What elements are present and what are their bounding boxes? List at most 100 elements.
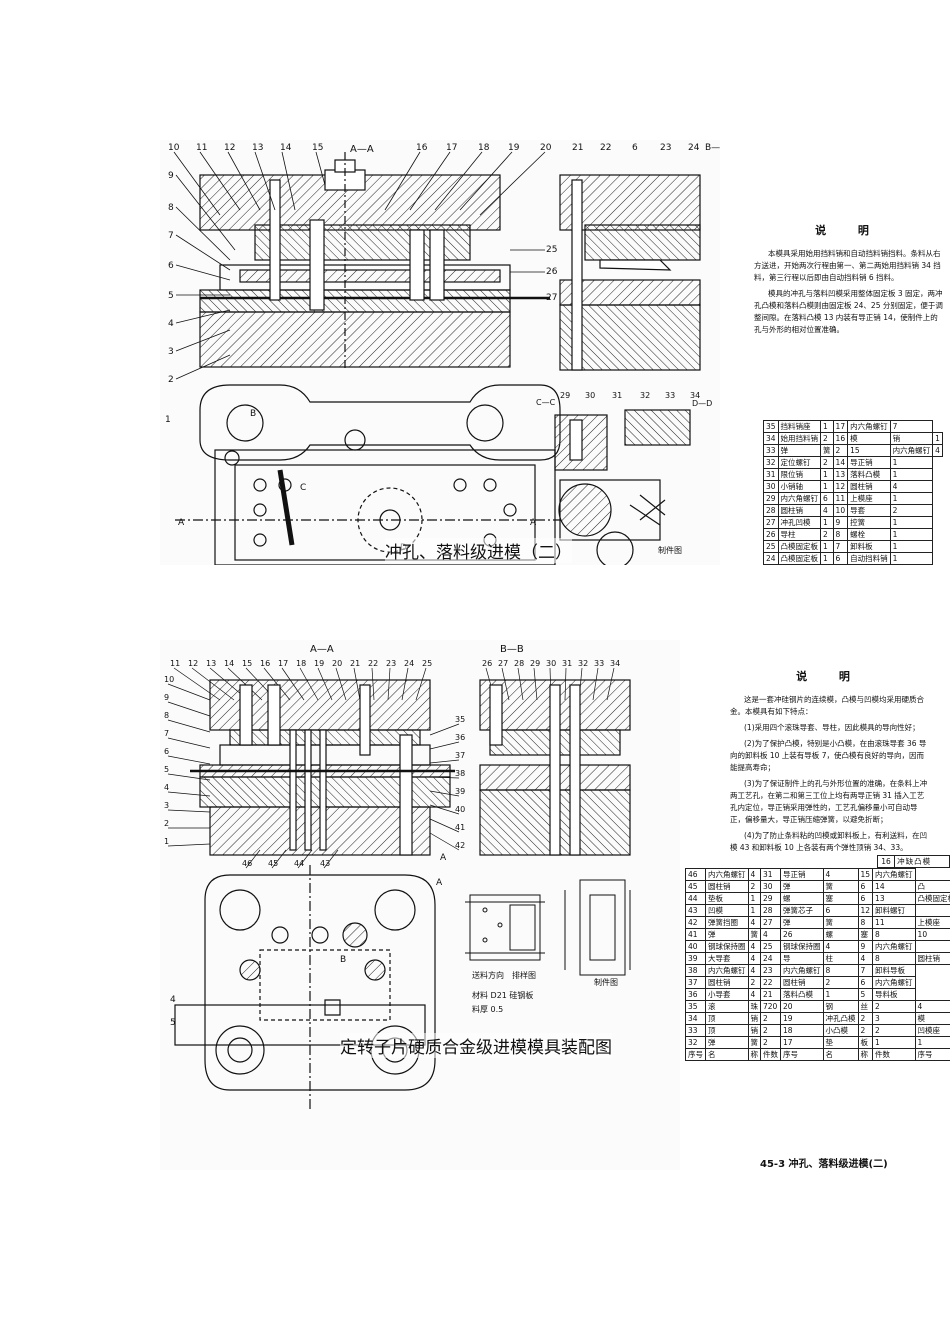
callout-30: 30: [585, 391, 595, 400]
table-cell: 4: [932, 444, 943, 457]
table-cell: 2: [832, 444, 849, 457]
table-cell: 4: [822, 940, 859, 953]
callout-29: 29: [530, 659, 540, 668]
callout-41: 41: [455, 823, 465, 832]
callout-33: 33: [594, 659, 604, 668]
callout-25: 25: [422, 659, 432, 668]
callout-2: 2: [168, 375, 174, 385]
callout-leader: [429, 832, 460, 851]
svg-text:A: A: [530, 518, 537, 528]
callout-leaders-top: [173, 151, 546, 216]
table-cell: 720: [760, 1000, 781, 1013]
callout-27: 27: [498, 659, 508, 668]
table-cell: 导料板: [872, 988, 916, 1001]
table-cell: 9: [857, 940, 874, 953]
table-cell: 45: [685, 880, 706, 893]
table-cell: 26: [780, 928, 824, 941]
callout-31: 31: [562, 659, 572, 668]
table-cell: 44: [685, 892, 706, 905]
callout-21: 21: [572, 143, 583, 153]
table-cell: 内六角螺钉: [847, 420, 891, 433]
callout-42: 42: [455, 841, 465, 850]
section-label-bb: B—B: [705, 143, 720, 153]
section-aa-view: [199, 152, 550, 370]
table-cell: 1: [820, 564, 834, 565]
table-row: 32弹簧217垫板11下模座: [685, 1036, 950, 1049]
table-cell: 落料凸模: [780, 988, 824, 1001]
table-cell: 46: [685, 868, 706, 881]
table-cell: 2: [760, 1012, 781, 1025]
strip-layout-view: [465, 879, 631, 976]
callout-leader: [429, 723, 460, 736]
table-cell: 5: [832, 564, 849, 565]
callout-13: 13: [206, 659, 216, 668]
plan-view-labels-2: B45 AA: [170, 853, 447, 1028]
table-cell: 1: [889, 552, 934, 565]
table-cell: 内六角螺钉: [889, 444, 934, 457]
table-cell: 13: [872, 892, 916, 905]
callout-3: 3: [168, 347, 174, 357]
table-cell: 1: [820, 480, 834, 493]
table-cell: 20: [780, 1000, 824, 1013]
callout-45: 45: [268, 859, 278, 868]
callout-9: 9: [168, 171, 174, 181]
callout-14: 14: [224, 659, 234, 668]
callout-leader: [167, 755, 211, 765]
material-label: 材料 D21 硅钢板: [472, 990, 533, 1000]
section-bb-view: [559, 174, 701, 371]
table-cell: 21: [760, 988, 781, 1001]
workpiece-label-2: 制件图: [594, 977, 618, 987]
callout-16: 16: [260, 659, 270, 668]
table-cell: 8: [872, 952, 916, 965]
table-cell: 8: [832, 528, 849, 541]
callout-7: 7: [164, 729, 169, 738]
table-cell: 28: [763, 504, 779, 517]
table-cell: 11: [832, 492, 849, 505]
section-label-cc: C—C: [536, 398, 556, 407]
table-cell: 13: [832, 468, 849, 481]
table-header-cell: 名: [822, 1048, 859, 1061]
table-cell: 1: [889, 540, 934, 553]
callout-4: 4: [164, 783, 169, 792]
strip-labels: 送料方向 排样图 材料 D21 硅钢板 料厚 0.5 制件图: [472, 970, 618, 1014]
table-cell: 1: [747, 892, 761, 905]
callout-17: 17: [446, 143, 457, 153]
table-cell: 凸模固定板: [914, 892, 950, 905]
callout-44: 44: [294, 859, 304, 868]
table-cell: 4: [914, 1000, 950, 1013]
callout-5: 5: [164, 765, 169, 774]
table-cell: 6: [820, 492, 834, 505]
callout-labels-left: 9 8 7 6 5 4 3 2: [168, 171, 174, 385]
table-header-cell: 称: [747, 1048, 761, 1061]
section-bb-view-2: [479, 679, 631, 856]
svg-text:A: A: [436, 878, 443, 888]
table-cell: 钢: [822, 1000, 859, 1013]
svg-text:B: B: [340, 955, 346, 965]
table-cell: 3: [872, 1012, 916, 1025]
drawing-2-table-caption: 45-3 冲孔、落料级进模(二): [760, 1159, 888, 1170]
table-cell: 4: [747, 868, 761, 881]
callout-23: 23: [660, 143, 671, 153]
table-cell: 塞: [822, 892, 859, 905]
table-cell: 卸料导板: [872, 964, 916, 977]
table-cell: 销: [747, 1012, 761, 1025]
table-cell: 凸模固定板: [777, 552, 822, 565]
table-cell: 27: [763, 516, 779, 529]
table-cell: 2: [820, 456, 834, 469]
table-row: 41弹簧426螺塞810卸料板: [685, 928, 950, 941]
table-cell: 2: [747, 976, 761, 989]
table-cell: 簧: [822, 880, 859, 893]
table-row: 45圆柱销230弹簧614凸模: [685, 880, 950, 893]
table-cell: 16: [876, 855, 896, 868]
table-cell: 6: [857, 880, 874, 893]
callout-6: 6: [164, 747, 169, 756]
callout-5: 5: [168, 291, 174, 301]
